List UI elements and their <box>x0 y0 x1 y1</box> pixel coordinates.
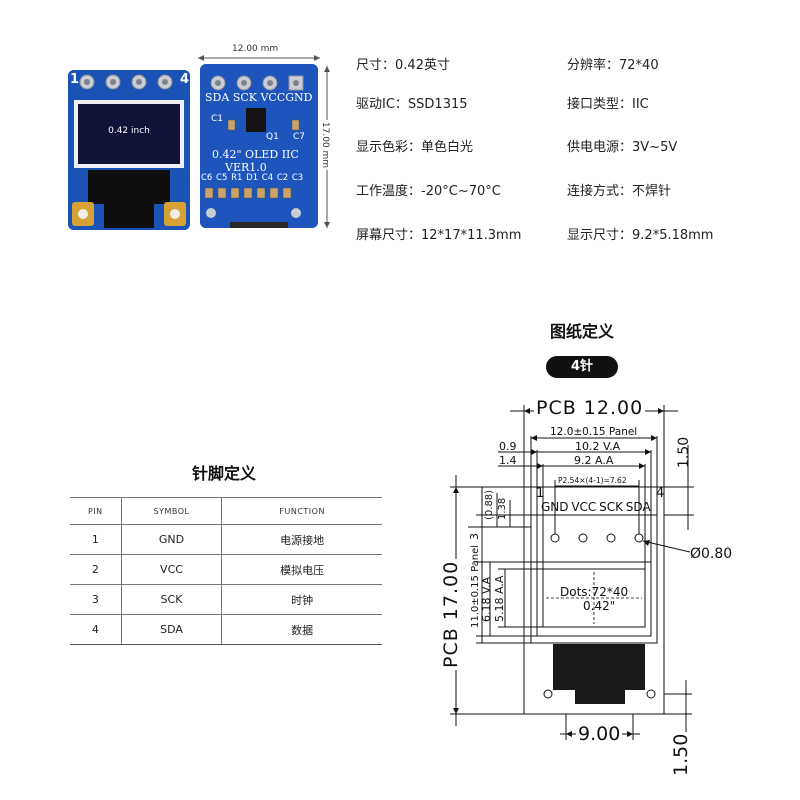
component-label-q1: Q1 <box>266 132 279 142</box>
cell-pin: 3 <box>70 584 122 615</box>
header-symbol: SYMBOL <box>120 497 222 525</box>
component-labels-bottom: C6 C5 R1 D1 C4 C2 C3 <box>201 173 317 183</box>
mount-hole-left <box>543 689 553 699</box>
panel-outline <box>530 514 658 644</box>
pcb-outline <box>523 486 665 715</box>
dim-088: (0.88) <box>484 489 495 520</box>
dim-bottom-height: 1.50 <box>670 731 692 778</box>
width-dimension-line <box>198 55 320 61</box>
cell-symbol: SCK <box>120 584 222 615</box>
header-pin: PIN <box>70 497 122 525</box>
table-header-row: PIN SYMBOL FUNCTION <box>70 497 382 525</box>
aa-rect <box>542 568 646 628</box>
drawing-pin-hole-4 <box>634 533 644 543</box>
component-label-c5: C5 <box>216 173 228 183</box>
spec-resolution: 分辨率：72*40 <box>567 58 659 73</box>
component-label-c3: C3 <box>291 173 304 183</box>
cell-symbol: GND <box>120 524 222 555</box>
front-pin-number-1: 1 <box>70 72 96 87</box>
module-back-graphic <box>200 64 318 228</box>
spec-interface: 接口类型：IIC <box>567 97 649 112</box>
back-pin-label-vcc: VCC <box>260 91 286 104</box>
cell-symbol: VCC <box>120 554 222 585</box>
flex-cable-area <box>553 644 645 690</box>
dim-3: 3 <box>468 533 481 540</box>
component-label-r1: R1 <box>231 173 243 183</box>
back-pin-label-sda: SDA <box>205 91 230 104</box>
width-dimension-text: 12.00 mm <box>230 44 281 54</box>
dim-right-150: 1.50 <box>676 436 692 468</box>
back-pin-label-sck: SCK <box>232 91 257 104</box>
spec-screen-size: 屏幕尺寸：12*17*11.3mm <box>356 228 522 243</box>
cell-function: 时钟 <box>221 584 382 615</box>
drawing-title: 图纸定义 <box>550 322 615 341</box>
spec-driver-ic: 驱动IC：SSD1315 <box>356 97 468 112</box>
display-size-label: 0.42" <box>583 599 616 613</box>
drawing-pin-labels: GND VCC SCK SDA <box>541 500 651 514</box>
drawing-pin-one: 1 <box>536 486 545 501</box>
pin-definition-table: PIN SYMBOL FUNCTION 1 GND 电源接地 2 VCC 模拟电… <box>70 497 382 645</box>
front-pin-number-4: 4 <box>180 72 206 87</box>
cell-pin: 1 <box>70 524 122 555</box>
cell-function: 电源接地 <box>221 524 382 555</box>
dim-pcb-height: PCB 17.00 <box>440 558 462 670</box>
screen-size-label: 0.42 inch <box>108 126 150 136</box>
pin-count-badge: 4针 <box>546 356 618 378</box>
pin-table-title: 针脚定义 <box>192 464 257 483</box>
component-label-c1: C1 <box>211 114 224 124</box>
drawing-pin-four: 4 <box>656 486 665 501</box>
component-label-c2: C2 <box>276 173 289 183</box>
dim-bottom-width: 9.00 <box>576 723 623 745</box>
cell-function: 数据 <box>221 614 382 645</box>
dim-hole-diameter: Ø0.80 <box>690 546 733 562</box>
back-pin-label-gnd: GND <box>285 91 313 104</box>
dim-aa-width: 9.2 A.A <box>574 454 614 467</box>
silk-line-1: 0.42" OLED IIC <box>212 148 299 161</box>
silk-line-2: VER1.0 <box>225 161 267 174</box>
spec-connection: 连接方式：不焊针 <box>567 184 672 199</box>
dim-panel-width: 12.0±0.15 Panel <box>550 426 638 438</box>
drawing-pin-hole-2 <box>578 533 588 543</box>
spec-display-color: 显示色彩：单色白光 <box>356 140 474 155</box>
spec-temperature: 工作温度：-20°C~70°C <box>356 184 501 199</box>
component-label-c6: C6 <box>201 173 213 183</box>
dim-va-height: 6.18 V.A <box>480 576 493 622</box>
back-pin-labels: SDA SCK VCCGND <box>205 91 313 104</box>
table-row: 1 GND 电源接地 <box>70 524 382 555</box>
dim-offset-2: 1.4 <box>499 454 517 467</box>
dim-pitch: P2.54×(4-1)=7.62 <box>558 476 627 485</box>
cell-pin: 4 <box>70 614 122 645</box>
spec-display-size: 显示尺寸：9.2*5.18mm <box>567 228 714 243</box>
module-front-graphic <box>68 70 190 230</box>
dim-va-width: 10.2 V.A <box>575 440 621 453</box>
display-dots-label: Dots:72*40 <box>560 585 629 599</box>
table-row: 2 VCC 模拟电压 <box>70 554 382 585</box>
dim-aa-height: 5.18 A.A <box>493 575 506 622</box>
component-label-d1: D1 <box>246 173 259 183</box>
table-row: 4 SDA 数据 <box>70 614 382 645</box>
component-label-c4: C4 <box>261 173 274 183</box>
mount-hole-right <box>646 689 656 699</box>
header-function: FUNCTION <box>221 497 382 525</box>
cell-function: 模拟电压 <box>221 554 382 585</box>
dim-pcb-width: PCB 12.00 <box>534 397 646 419</box>
spec-power: 供电电源：3V~5V <box>567 140 678 155</box>
table-row: 3 SCK 时钟 <box>70 584 382 615</box>
cell-symbol: SDA <box>120 614 222 645</box>
drawing-pin-hole-1 <box>550 533 560 543</box>
component-label-c7: C7 <box>293 132 306 142</box>
drawing-pin-hole-3 <box>606 533 616 543</box>
module-back-photo: SDA SCK VCCGND C1 Q1 C7 0.42" OLED IIC V… <box>200 64 318 228</box>
dim-138: 1.38 <box>497 497 508 520</box>
dim-offset-1: 0.9 <box>499 440 517 453</box>
spec-size: 尺寸：0.42英寸 <box>356 58 450 73</box>
cell-pin: 2 <box>70 554 122 585</box>
va-rect <box>536 561 652 637</box>
